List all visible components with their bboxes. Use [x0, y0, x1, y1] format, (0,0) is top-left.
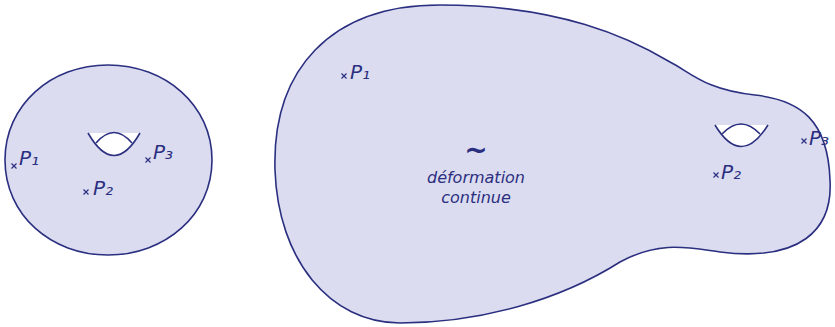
hole-curve [88, 133, 140, 156]
equivalence-symbol: ~ [446, 132, 506, 167]
point-label: P₁ [19, 146, 39, 170]
deformable-surface: P₁ P₂ P₃ [268, 0, 835, 327]
point-mark [714, 173, 719, 178]
point-label: P₃ [153, 140, 173, 164]
point-mark [342, 74, 347, 79]
hole-curve [715, 125, 768, 147]
caption-note: déformation continue [424, 168, 528, 208]
point-label: P₂ [93, 176, 113, 200]
point-mark [802, 139, 807, 144]
surface-shape [5, 65, 212, 255]
hole-curve [722, 124, 760, 134]
hole-curve [96, 133, 132, 144]
surface-shape [275, 5, 830, 323]
point-label: P₂ [721, 160, 741, 184]
point-mark [84, 190, 89, 195]
point-mark [146, 158, 151, 163]
deformable-surface: P₁ P₂ P₃ [0, 55, 222, 267]
surface-outline [268, 0, 835, 327]
point-mark [12, 164, 17, 169]
point-label: P₁ [350, 60, 370, 84]
point-label: P₃ [809, 126, 829, 150]
